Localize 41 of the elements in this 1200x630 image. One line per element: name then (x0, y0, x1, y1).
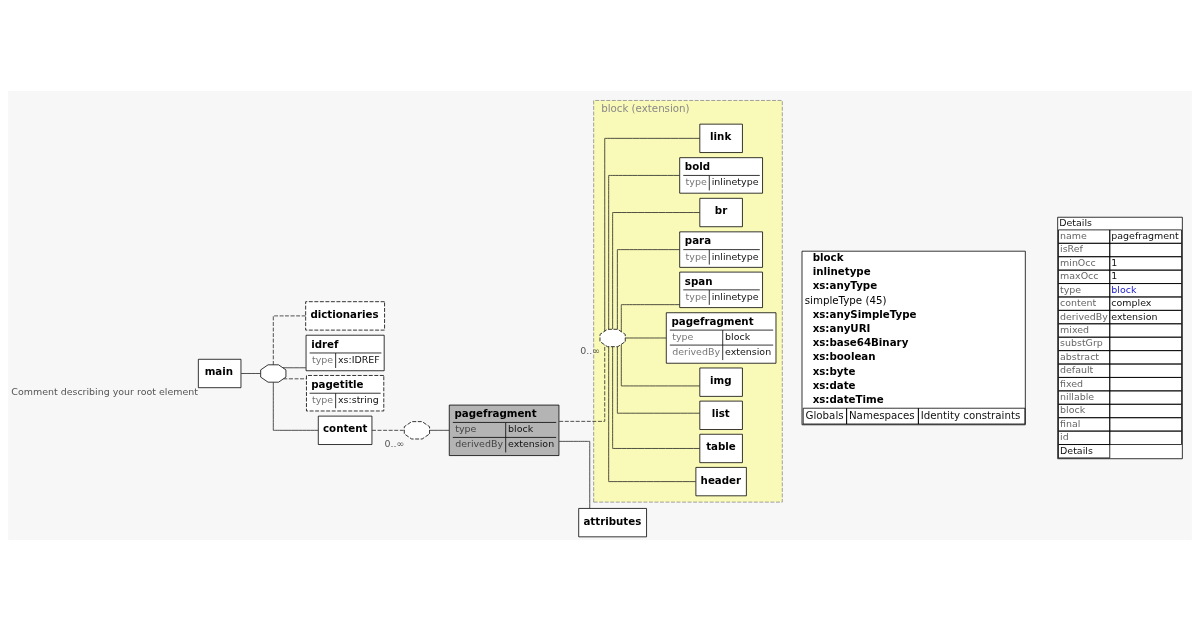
label: maxOcc (1060, 269, 1099, 281)
label: block (812, 250, 844, 263)
label: abstract (1060, 350, 1100, 362)
label: complex (1111, 296, 1152, 308)
label: Details (1059, 216, 1093, 228)
label: nillable (1060, 390, 1095, 402)
label: content (1060, 296, 1097, 308)
label: Details (1060, 444, 1093, 456)
label: Identity constraints (920, 408, 1021, 421)
label: simpleType (45) (804, 293, 887, 306)
label: xs:dateTime (812, 392, 884, 405)
label: block (1060, 403, 1086, 415)
label: Namespaces (848, 408, 915, 421)
node-label: 0..∞ (384, 437, 405, 449)
label: final (1060, 417, 1081, 429)
label: Globals (805, 408, 844, 421)
label: inlinetype (812, 264, 871, 277)
label: xs:byte (812, 364, 856, 377)
label: xs:base64Binary (812, 335, 909, 348)
label: block (1111, 283, 1137, 295)
label: xs:anyURI (812, 321, 871, 334)
node-label: Comment describing your root element (11, 385, 198, 397)
label: xs:anySimpleType (812, 307, 917, 320)
label: type (1060, 283, 1082, 295)
label: xs:anyType (812, 278, 878, 291)
label: fixed (1060, 377, 1084, 389)
node-label: 0..∞ (580, 344, 601, 356)
label: 1 (1111, 269, 1118, 281)
label: pagefragment (1111, 229, 1179, 241)
label: substGrp (1060, 336, 1103, 348)
label: extension (1111, 310, 1158, 322)
label: minOcc (1060, 256, 1096, 268)
label: mixed (1060, 323, 1090, 335)
label: 1 (1111, 256, 1118, 268)
label: derivedBy (1060, 310, 1108, 322)
label: id (1060, 430, 1069, 442)
label: name (1060, 229, 1087, 241)
label: default (1060, 363, 1094, 375)
label: xs:date (812, 378, 856, 391)
label: xs:boolean (812, 349, 876, 362)
label: isRef (1060, 242, 1083, 254)
